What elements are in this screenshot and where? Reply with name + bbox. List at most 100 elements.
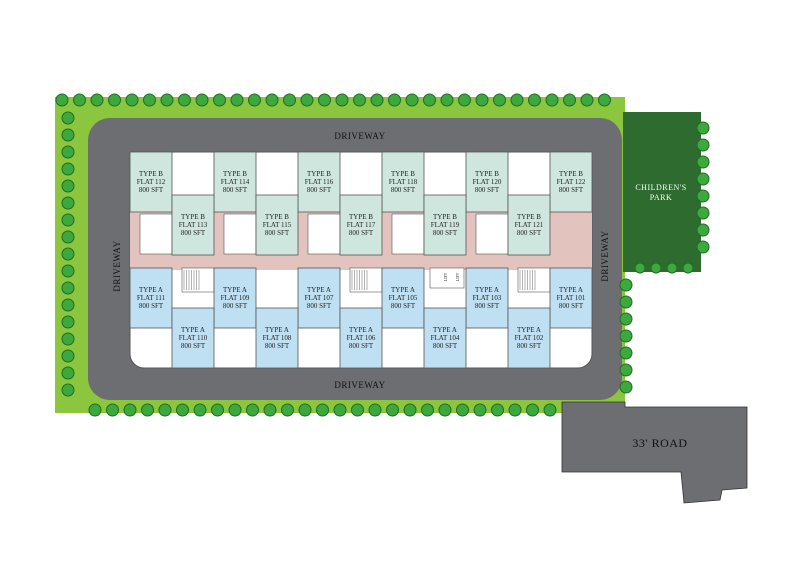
flat-flat: FLAT 101 bbox=[557, 294, 586, 302]
flat-type: TYPE B bbox=[223, 170, 247, 178]
tree-icon bbox=[545, 93, 559, 107]
tree-icon bbox=[158, 403, 172, 417]
tree-icon bbox=[195, 93, 209, 107]
tree-icon bbox=[61, 196, 75, 210]
flat-type: TYPE A bbox=[265, 326, 289, 334]
flat-flat: FLAT 116 bbox=[305, 178, 334, 186]
tree-icon bbox=[55, 93, 69, 107]
tree-icon bbox=[61, 247, 75, 261]
tree-icon bbox=[73, 93, 86, 107]
tree-icon bbox=[403, 403, 417, 417]
flat-area: 800 SFT bbox=[181, 229, 206, 237]
flat-area: 800 SFT bbox=[475, 302, 500, 310]
tree-icon bbox=[508, 403, 522, 417]
staircase bbox=[181, 267, 215, 293]
flat-type: TYPE B bbox=[433, 213, 457, 221]
flat-outline bbox=[507, 194, 551, 256]
flat-area: 800 SFT bbox=[433, 342, 458, 350]
flat-area: 800 SFT bbox=[181, 342, 206, 350]
flat-area: 800 SFT bbox=[559, 186, 584, 194]
flat-type: TYPE A bbox=[307, 286, 331, 294]
tree-icon bbox=[61, 298, 75, 312]
flat-flat: FLAT 111 bbox=[137, 294, 166, 302]
tree-icon bbox=[421, 403, 434, 417]
tree-icon bbox=[108, 93, 121, 107]
tree-icon bbox=[160, 93, 174, 107]
tree-icon bbox=[61, 128, 75, 142]
shaft bbox=[475, 213, 509, 255]
flat-area: 800 SFT bbox=[433, 229, 458, 237]
staircase bbox=[349, 267, 383, 293]
tree-icon bbox=[458, 93, 471, 107]
flat-area: 800 SFT bbox=[139, 302, 164, 310]
tree-icon bbox=[368, 403, 382, 417]
tree-icon bbox=[88, 403, 102, 417]
tree-icon bbox=[333, 403, 347, 417]
tree-icon bbox=[106, 403, 119, 417]
tree-icon bbox=[335, 93, 349, 107]
flat-type: TYPE B bbox=[391, 170, 415, 178]
tree-icon bbox=[283, 93, 296, 107]
tree-icon bbox=[353, 93, 366, 107]
tree-icon bbox=[619, 329, 633, 343]
flat-area: 800 SFT bbox=[475, 186, 500, 194]
tree-icon bbox=[90, 93, 104, 107]
tree-icon bbox=[526, 403, 539, 417]
tree-icon bbox=[666, 262, 678, 274]
tree-icon bbox=[440, 93, 454, 107]
flat-flat: FLAT 112 bbox=[137, 178, 166, 186]
tree-icon bbox=[248, 93, 261, 107]
driveway-right-label: DRIVEWAY bbox=[600, 230, 610, 281]
tree-icon bbox=[473, 403, 487, 417]
staircase bbox=[517, 267, 551, 293]
tree-icon bbox=[528, 93, 541, 107]
tree-icon bbox=[456, 403, 469, 417]
driveway-left-label: DRIVEWAY bbox=[112, 240, 122, 291]
flat-type: TYPE A bbox=[139, 286, 163, 294]
flat-area: 800 SFT bbox=[517, 342, 542, 350]
tree-icon bbox=[61, 383, 75, 397]
flat-type: TYPE A bbox=[391, 286, 415, 294]
tree-icon bbox=[696, 206, 710, 220]
flat-type: TYPE A bbox=[349, 326, 373, 334]
shaft bbox=[391, 213, 425, 255]
shaft bbox=[223, 213, 257, 255]
flat-area: 800 SFT bbox=[517, 229, 542, 237]
tree-icon bbox=[405, 93, 419, 107]
tree-icon bbox=[228, 403, 242, 417]
tree-icon bbox=[598, 93, 611, 107]
tree-icon bbox=[619, 278, 633, 292]
tree-icon bbox=[61, 366, 75, 380]
shaft bbox=[139, 213, 173, 255]
tree-icon bbox=[696, 189, 710, 203]
tree-icon bbox=[213, 93, 226, 107]
tree-icon bbox=[176, 403, 189, 417]
flat-area: 800 SFT bbox=[265, 229, 290, 237]
tree-icon bbox=[682, 262, 694, 274]
flat-area: 800 SFT bbox=[139, 186, 164, 194]
